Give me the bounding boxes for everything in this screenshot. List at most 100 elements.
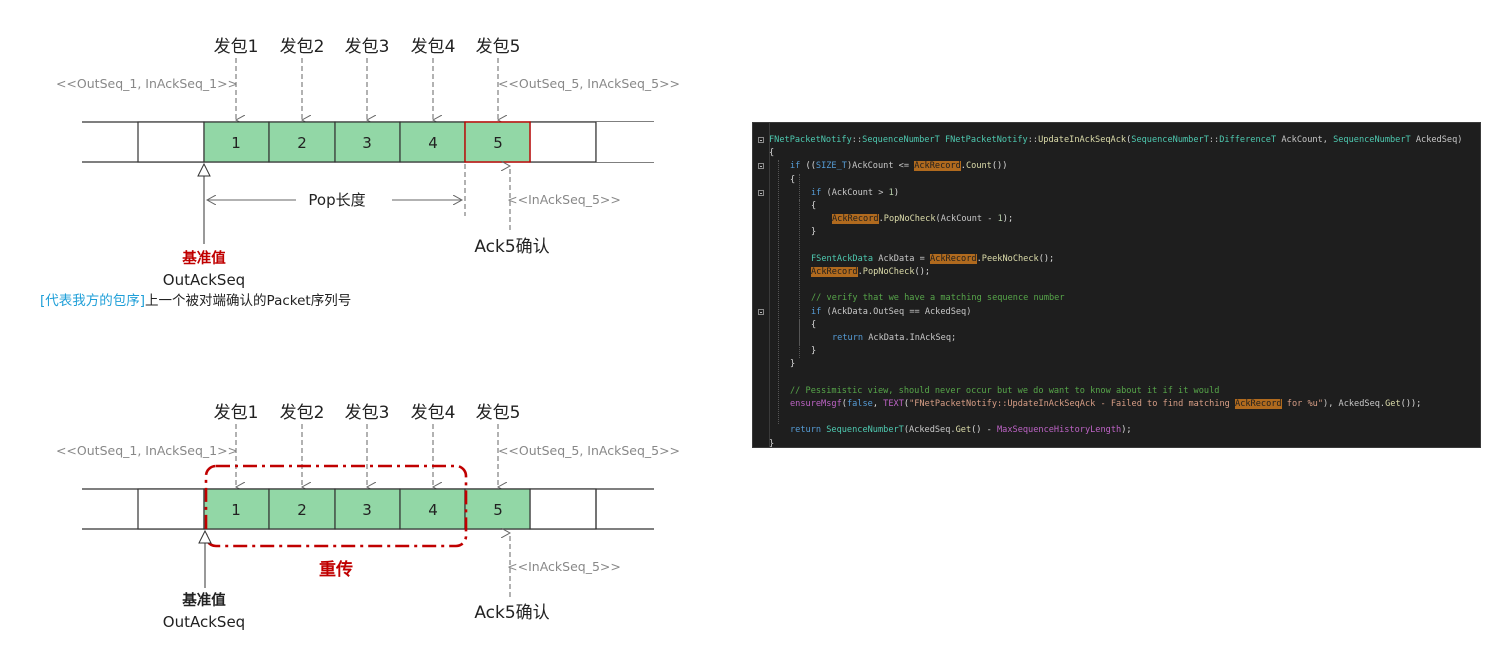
packet-cell-acked (464, 121, 531, 163)
code-line: return SequenceNumberT(AckedSeq.Get() - … (790, 424, 1132, 437)
code-token: AckRecord (811, 267, 858, 277)
code-token: ensureMsgf (790, 399, 842, 409)
retransmit-box (204, 464, 468, 548)
code-line: if ((SIZE_T)AckCount <= AckRecord.Count(… (790, 160, 1007, 173)
packet-arrows (236, 424, 498, 487)
code-line: FNetPacketNotify::SequenceNumberT FNetPa… (769, 134, 1462, 147)
outackseq-label: OutAckSeq (163, 613, 245, 631)
code-token: ); (1121, 425, 1132, 436)
fold-toggle-icon[interactable] (758, 189, 764, 196)
code-token: { (790, 174, 796, 185)
code-token: PopNoCheck (883, 214, 936, 225)
cell-number: 2 (297, 501, 307, 519)
code-token: PopNoCheck (862, 267, 915, 277)
code-token: . (976, 253, 982, 264)
packet-cell (203, 488, 270, 530)
code-token: () - (971, 425, 997, 436)
packet-label: 发包2 (280, 37, 325, 57)
code-token: . (857, 267, 863, 277)
packet-cell (334, 121, 401, 163)
code-token: } (790, 359, 796, 370)
code-token: FNetPacketNotify (944, 135, 1028, 145)
note-text: [代表我方的包序]上一个被对端确认的Packet序列号 (40, 293, 351, 309)
code-line: FSentAckData AckData = AckRecord.PeekNoC… (811, 253, 1054, 266)
indent-guide (799, 318, 800, 346)
packet-cell (268, 121, 336, 163)
packet-label: 发包3 (345, 37, 390, 57)
packet-label: 发包4 (411, 403, 456, 423)
code-token: ( (1126, 135, 1132, 145)
code-line: } (769, 438, 775, 448)
code-token: for %u" (1281, 399, 1324, 409)
code-token: SequenceNumberT (1333, 135, 1411, 145)
code-line: // Pessimistic view, should never occur … (790, 385, 1219, 398)
code-token: AckRecord (832, 214, 879, 225)
code-line: } (790, 358, 795, 371)
code-token: , (872, 399, 884, 409)
cell-number: 2 (297, 134, 307, 152)
cell-number: 5 (493, 134, 503, 152)
code-token: ); (1002, 214, 1014, 225)
code-token: // Pessimistic view, should never occur … (790, 385, 1220, 396)
seq-label-left: <<OutSeq_1, InAckSeq_1>> (56, 76, 238, 91)
code-line: } (811, 226, 816, 239)
code-token: 1 (888, 187, 894, 198)
packet-label: 发包4 (411, 37, 456, 57)
code-token: AckData = (873, 253, 931, 264)
code-token: if (811, 187, 822, 198)
sliding-window-diagram: 发包1 发包2 发包3 发包4 发包5 <<OutSeq_1, InAckSeq… (40, 37, 680, 631)
code-token: 1 (997, 214, 1003, 225)
bottom-diagram: 发包1 发包2 发包3 发包4 发包5 <<OutSeq_1, InAckSeq… (56, 403, 680, 631)
fold-toggle-icon[interactable] (758, 308, 764, 315)
packet-label: 发包5 (476, 403, 521, 423)
code-token: :: (1208, 135, 1220, 145)
packet-cell (334, 488, 401, 530)
code-token: { (811, 201, 817, 211)
indent-guide (778, 160, 779, 425)
code-token: MaxSequenceHistoryLength (997, 425, 1122, 436)
buffer-slot-empty (529, 121, 597, 163)
code-token: SequenceNumberT (862, 135, 940, 145)
code-token: FNetPacketNotify (769, 135, 852, 145)
code-token: SequenceNumberT (1131, 135, 1209, 145)
packet-label: 发包1 (214, 403, 259, 423)
code-line: if (AckData.OutSeq == AckedSeq) (811, 306, 971, 319)
code-token: AckedSeq) (1410, 135, 1463, 145)
code-token: AckRecord (914, 161, 961, 172)
code-panel: FNetPacketNotify::SequenceNumberT FNetPa… (752, 122, 1481, 448)
indent-guide (799, 200, 800, 227)
cell-number: 3 (362, 501, 372, 519)
code-token: return (790, 425, 822, 436)
code-token: (AckedSeq. (903, 425, 956, 436)
retransmit-label: 重传 (319, 559, 353, 580)
cell-number: 1 (231, 501, 241, 519)
inack-label: <<InAckSeq_5>> (507, 559, 621, 574)
code-line: AckRecord.PopNoCheck(AckCount - 1); (832, 213, 1013, 226)
code-token: } (811, 346, 817, 357)
base-label: 基准值 (181, 591, 226, 609)
code-token: SequenceNumberT (826, 425, 904, 436)
cell-number: 4 (428, 134, 438, 152)
code-token: (); (1038, 253, 1055, 264)
code-token: ()) (991, 161, 1008, 172)
code-token: ) (893, 187, 899, 198)
indent-guide (799, 173, 800, 359)
packet-label: 发包2 (280, 403, 325, 423)
code-token: if (790, 161, 801, 172)
base-pointer-icon (197, 162, 211, 177)
seq-label-right: <<OutSeq_5, InAckSeq_5>> (498, 443, 680, 458)
code-token: AckData.InAckSeq; (863, 333, 957, 343)
code-token: ), AckedSeq. (1323, 399, 1386, 409)
code-token: ()); (1400, 399, 1422, 409)
base-pointer-icon (198, 529, 212, 544)
code-line: if (AckCount > 1) (811, 187, 899, 200)
code-token: (AckData.OutSeq == AckedSeq) (821, 306, 972, 317)
fold-toggle-icon[interactable] (758, 163, 764, 170)
fold-toggle-icon[interactable] (758, 137, 764, 143)
code-token: return (832, 333, 864, 343)
cell-number: 5 (493, 501, 503, 519)
code-token: "FNetPacketNotify::UpdateInAckSeqAck - F… (909, 399, 1236, 409)
code-token: if (811, 306, 822, 317)
cell-number: 3 (362, 134, 372, 152)
code-token: } (769, 438, 775, 448)
